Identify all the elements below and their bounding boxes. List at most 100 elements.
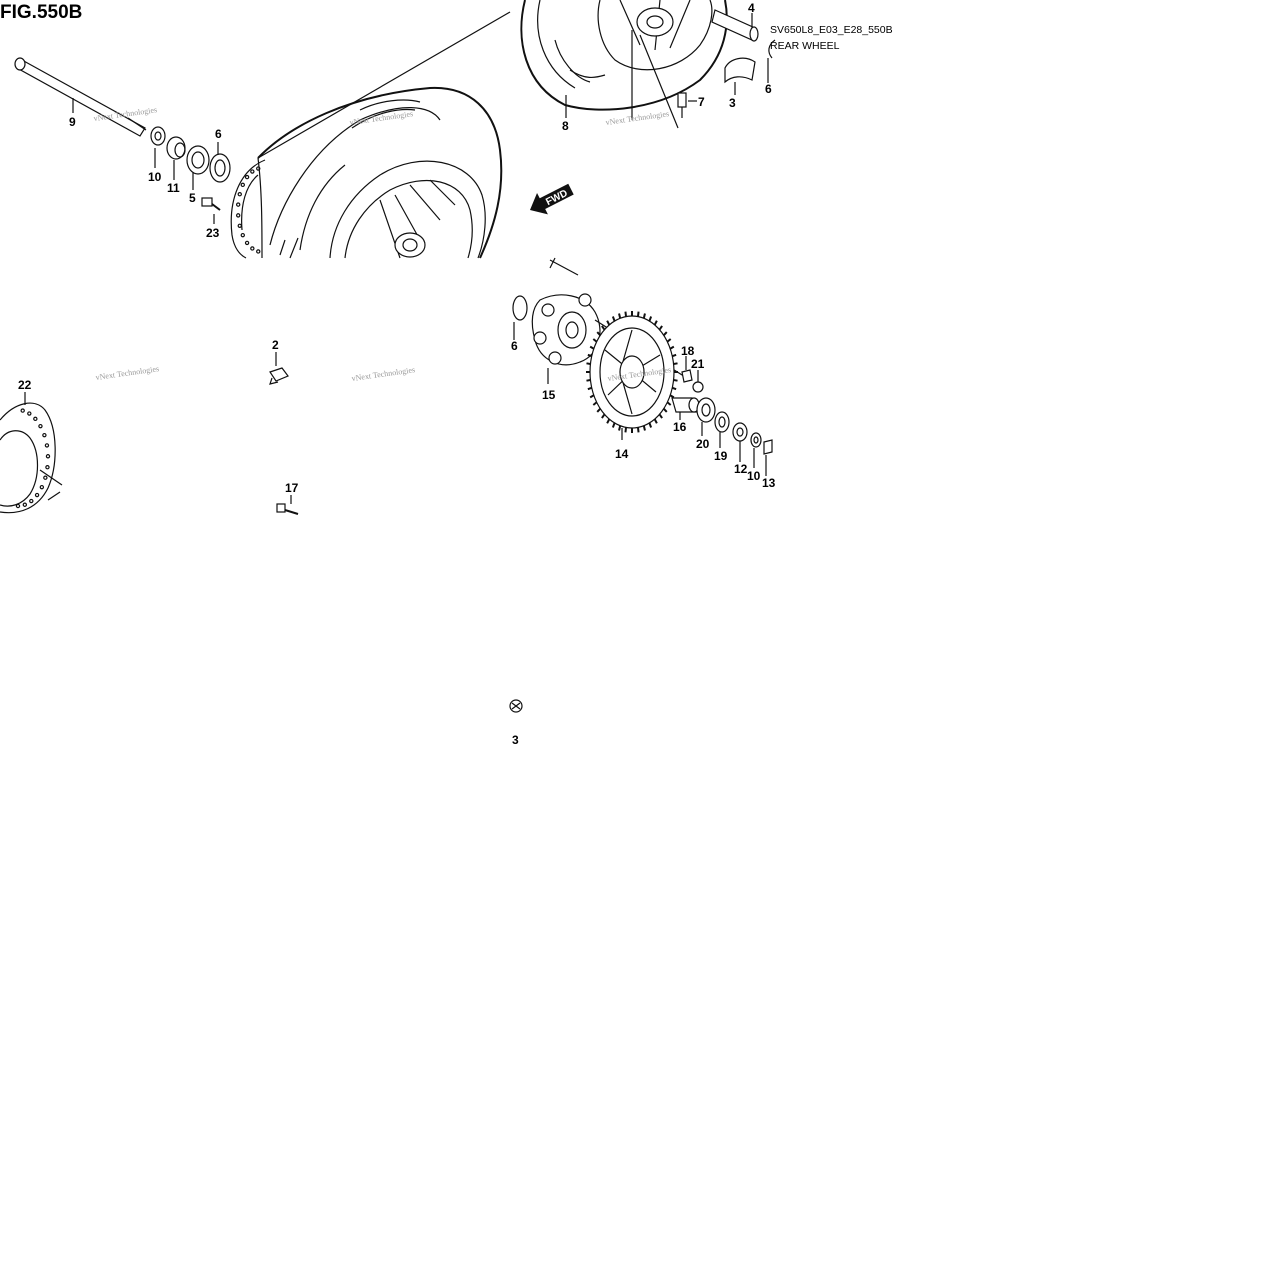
sprocket-tooth <box>586 378 591 382</box>
watermark: vNext Technologies <box>95 364 160 382</box>
callout-3: 3 <box>729 96 736 110</box>
sprocket-tooth <box>669 345 675 350</box>
bolt-17 <box>276 495 299 515</box>
axle-9 <box>14 57 147 137</box>
sprocket-tooth <box>671 386 677 391</box>
sprocket-hub-15 <box>531 257 691 384</box>
callout-18: 18 <box>681 344 695 358</box>
disc-hole <box>20 408 25 413</box>
disc-hole <box>39 484 45 490</box>
sprocket-tooth <box>658 413 663 419</box>
sprocket-tooth <box>618 313 622 319</box>
top-wheel-assembly <box>520 0 728 111</box>
figure-title: FIG.550B <box>0 2 82 23</box>
watermark: vNext Technologies <box>605 109 670 127</box>
watermark: vNext Technologies <box>351 365 416 383</box>
sprocket-tooth <box>586 362 591 366</box>
sprocket-tooth <box>648 422 653 428</box>
disc-hole <box>250 246 255 251</box>
sprocket-tooth <box>673 378 678 382</box>
sprocket-tooth <box>596 407 601 413</box>
valve-7 <box>677 92 697 118</box>
sprocket-tooth <box>642 425 646 431</box>
fragment-bottom <box>509 699 523 713</box>
disc-hole <box>240 182 245 188</box>
sprocket-tooth <box>624 427 628 433</box>
chain-adjuster-3 <box>724 57 756 95</box>
sprocket-tooth <box>606 418 611 424</box>
callout-4: 4 <box>748 1 755 15</box>
disc-hole <box>43 475 48 480</box>
sprocket-tooth <box>611 316 616 322</box>
callout-2: 2 <box>272 338 279 352</box>
disc-hole <box>38 423 43 429</box>
callout-6: 6 <box>215 127 222 141</box>
disc-hole <box>44 443 50 448</box>
sprocket-tooth <box>589 394 595 399</box>
disc-hole <box>235 202 241 207</box>
disc-hole <box>22 502 28 507</box>
disc-hole <box>45 465 50 470</box>
sprocket-tooth <box>606 320 611 326</box>
callout-22: 22 <box>18 378 32 392</box>
sprocket-tooth <box>592 338 598 343</box>
sprocket-tooth <box>663 331 668 337</box>
sprocket-tooth <box>648 316 653 322</box>
callout-16: 16 <box>673 420 687 434</box>
sprocket-tooth <box>673 362 678 366</box>
disc-hole <box>27 411 32 416</box>
callout-23: 23 <box>206 226 220 240</box>
callout-8: 8 <box>562 119 569 133</box>
callout-6-top: 6 <box>765 82 772 96</box>
sprocket-tooth <box>592 401 598 406</box>
disc-hole <box>244 240 250 246</box>
callout-20: 20 <box>696 437 710 451</box>
sprocket-tooth <box>624 311 628 317</box>
axle-spacers-left <box>150 126 231 183</box>
sprocket-tooth <box>653 320 658 326</box>
disc-hole <box>15 503 21 509</box>
sprocket-tooth <box>636 311 640 317</box>
sprocket-tooth <box>658 325 663 331</box>
sprocket-tooth <box>666 401 672 406</box>
sprocket-tooth <box>663 407 668 413</box>
disc-hole <box>244 174 250 180</box>
callout-7: 7 <box>698 95 705 109</box>
disc-hole <box>256 166 261 171</box>
figure-subtitle: REAR WHEEL <box>770 40 840 52</box>
sprocket-tooth <box>618 425 622 431</box>
disc-hole <box>240 232 245 238</box>
sprocket-tooth <box>589 345 595 350</box>
disc-hole <box>235 213 241 218</box>
sprocket-tooth <box>669 394 675 399</box>
fwd-arrow-icon: FWD <box>530 183 574 215</box>
sprocket-14 <box>586 311 678 440</box>
callout-19: 19 <box>714 449 728 463</box>
sprocket-tooth <box>653 418 658 424</box>
callout-12: 12 <box>734 462 748 476</box>
callout-11: 11 <box>167 181 180 195</box>
disc-hole <box>34 492 40 498</box>
brake-disc-22 <box>0 392 63 514</box>
disc-hole <box>33 416 38 422</box>
figure-code: SV650L8_E03_E28_550B <box>770 24 893 36</box>
sprocket-tooth <box>601 325 606 331</box>
sprocket-tooth <box>587 353 593 358</box>
disc-hole <box>237 192 242 197</box>
sprocket-tooth <box>671 353 677 358</box>
fwd-label: FWD <box>544 188 569 208</box>
callout-6-mid: 6 <box>511 339 518 353</box>
disc-hole <box>45 454 51 459</box>
sprocket-tooth <box>636 427 640 433</box>
callout-10-right: 10 <box>747 469 761 483</box>
callout-9: 9 <box>69 115 76 129</box>
sprocket-tooth <box>666 338 672 343</box>
sprocket-tooth <box>596 331 601 337</box>
sprocket-fasteners <box>671 356 773 476</box>
disc-hole <box>29 498 34 504</box>
disc-hole <box>42 432 47 438</box>
callout-21: 21 <box>691 357 705 371</box>
sprocket-tooth <box>587 386 593 391</box>
brake-disc-top <box>230 159 266 259</box>
